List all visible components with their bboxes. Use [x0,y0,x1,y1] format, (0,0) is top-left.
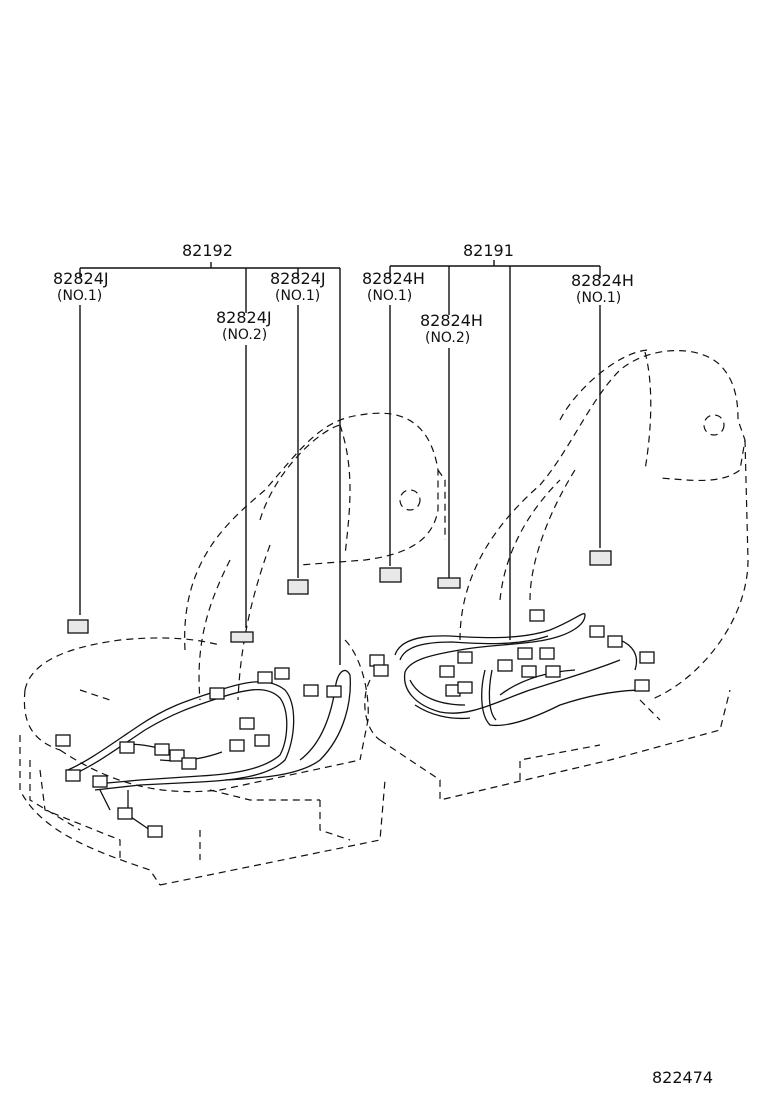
right-part-2-number: 82824H [420,311,483,330]
left-assembly-number: 82192 [182,241,233,260]
left-connector-no2 [230,631,254,643]
left-connectors [55,579,342,838]
right-part-3-number: 82824H [571,271,634,290]
right-wire-harness [394,613,646,727]
left-part-3-note: (NO.1) [275,288,320,304]
right-part-1-number: 82824H [362,269,425,288]
right-part-1-note: (NO.1) [367,288,412,304]
left-part-2-number: 82824J [216,308,272,327]
right-part-2-note: (NO.2) [425,330,470,346]
left-connector-no1b [287,579,309,595]
left-part-1-note: (NO.1) [57,288,102,304]
left-part-3-number: 82824J [270,269,326,288]
illustration-number: 822474 [652,1068,713,1087]
right-connector-no2 [437,577,461,589]
left-connector-no1 [67,619,89,634]
left-seat-outline [19,412,446,886]
left-part-2-note: (NO.2) [222,327,267,343]
right-assembly-number: 82191 [463,241,514,260]
left-part-1-number: 82824J [53,269,109,288]
right-connectors [369,550,655,697]
right-connector-no1b [589,550,612,566]
right-connector-no1 [379,567,402,583]
right-part-3-note: (NO.1) [576,290,621,306]
right-seat-outline [364,349,749,801]
